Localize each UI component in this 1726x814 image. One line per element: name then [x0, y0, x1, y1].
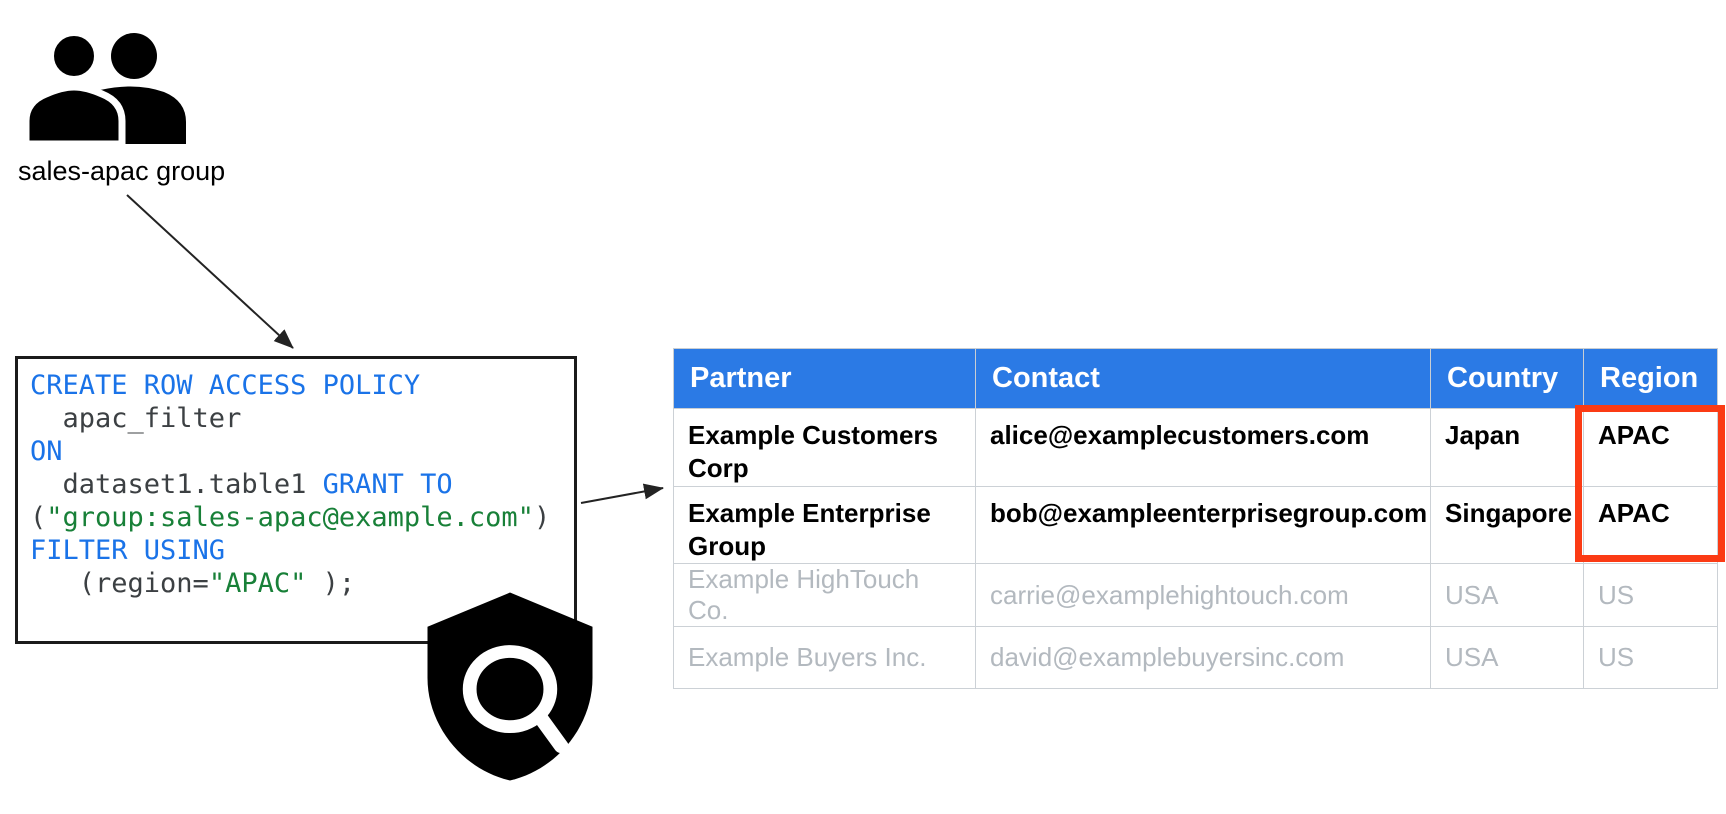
sql-code: CREATE ROW ACCESS POLICY apac_filter ON …	[18, 359, 574, 600]
region-highlight-box	[1575, 405, 1725, 562]
cell-contact: carrie@examplehightouch.com	[975, 563, 1431, 627]
cell-country: USA	[1430, 626, 1584, 689]
cell-region: US	[1583, 563, 1718, 627]
group-icon	[22, 30, 186, 146]
table-row: Example HighTouch Co. carrie@examplehigh…	[673, 563, 1718, 627]
arrow-group-to-policy	[126, 194, 294, 349]
arrow-policy-to-table	[580, 483, 664, 504]
row-access-policy-code-box: CREATE ROW ACCESS POLICY apac_filter ON …	[15, 356, 577, 644]
cell-contact: bob@exampleenterprisegroup.com	[975, 486, 1431, 564]
group-label: sales-apac group	[18, 156, 226, 186]
partners-table: Partner Contact Country Region Example C…	[673, 348, 1718, 689]
column-header-region: Region	[1583, 348, 1718, 409]
security-shield-search-icon	[427, 592, 593, 781]
code-line: apac_filter	[30, 403, 242, 434]
cell-contact: david@examplebuyersinc.com	[975, 626, 1431, 689]
cell-contact: alice@examplecustomers.com	[975, 408, 1431, 487]
table-row: Example Enterprise Group bob@exampleente…	[673, 486, 1718, 564]
code-line: ON	[30, 436, 63, 467]
cell-partner: Example Customers Corp	[673, 408, 976, 487]
cell-country: USA	[1430, 563, 1584, 627]
cell-region: APAC	[1583, 486, 1718, 564]
code-line: ("group:sales-apac@example.com")	[30, 502, 551, 533]
table-header-row: Partner Contact Country Region	[673, 348, 1718, 409]
column-header-partner: Partner	[673, 348, 976, 409]
cell-country: Singapore	[1430, 486, 1584, 564]
code-line: (region="APAC" );	[30, 568, 356, 599]
cell-partner: Example HighTouch Co.	[673, 563, 976, 627]
table-row: Example Buyers Inc. david@examplebuyersi…	[673, 626, 1718, 689]
column-header-contact: Contact	[975, 348, 1431, 409]
code-line: dataset1.table1 GRANT TO	[30, 469, 453, 500]
cell-region: US	[1583, 626, 1718, 689]
code-line: CREATE ROW ACCESS POLICY	[30, 370, 421, 401]
cell-country: Japan	[1430, 408, 1584, 487]
cell-partner: Example Enterprise Group	[673, 486, 976, 564]
table-row: Example Customers Corp alice@examplecust…	[673, 408, 1718, 487]
column-header-country: Country	[1430, 348, 1584, 409]
code-line: FILTER USING	[30, 535, 226, 566]
cell-partner: Example Buyers Inc.	[673, 626, 976, 689]
